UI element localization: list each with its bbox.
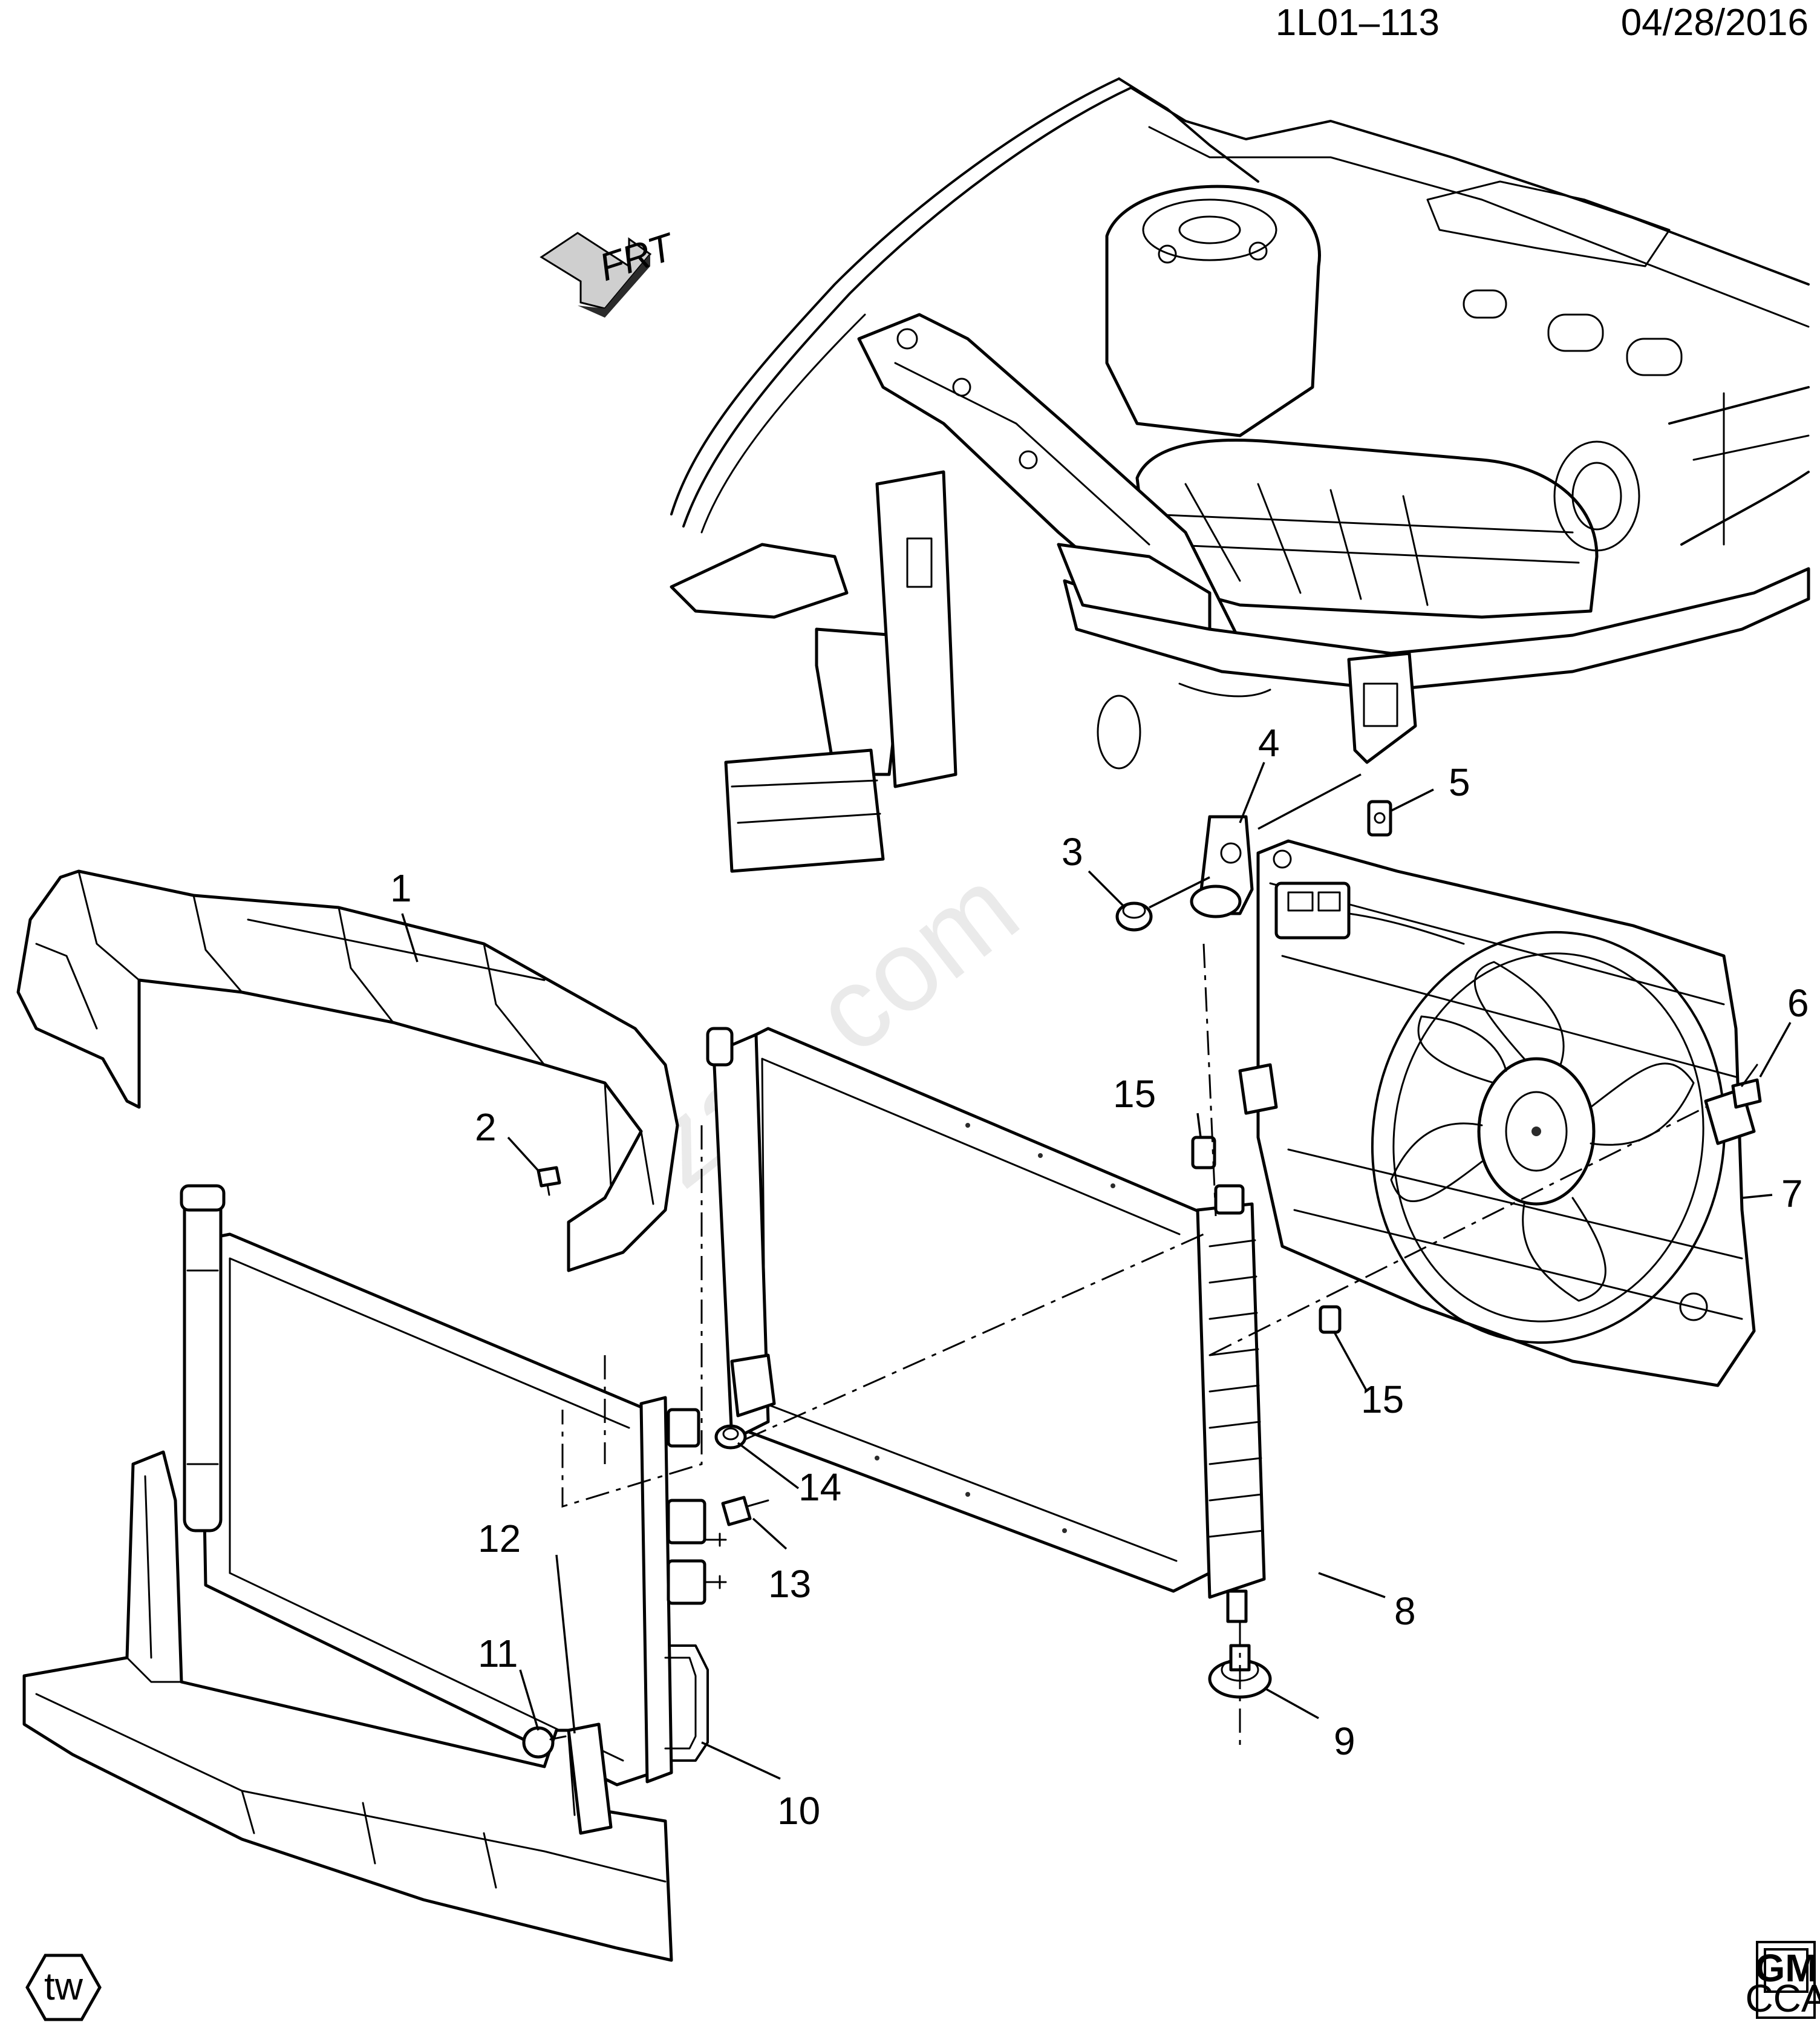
callout-6: 6 <box>1787 981 1809 1025</box>
tw-badge-icon: tw <box>25 1954 102 2021</box>
callout-8: 8 <box>1394 1589 1416 1633</box>
vehicle-front-structure <box>670 77 1810 873</box>
part-8-radiator <box>706 1027 1266 1623</box>
callout-2: 2 <box>475 1105 497 1149</box>
callout-15-lower: 15 <box>1361 1378 1404 1421</box>
callout-7: 7 <box>1781 1172 1803 1215</box>
part-12-lower-air-deflector <box>22 1450 673 1962</box>
part-2-push-pin <box>537 1166 561 1196</box>
callout-numbers: 1 2 3 4 5 6 7 8 9 10 11 12 13 14 15 15 <box>390 721 1809 1833</box>
frt-label: FRT <box>594 224 680 290</box>
callout-15-upper: 15 <box>1113 1072 1156 1116</box>
part-7-cooling-fan-shroud <box>1238 839 1756 1387</box>
part-13-bolt <box>721 1496 769 1526</box>
diagram-code: 1L01–113 <box>1276 2 1440 44</box>
callout-11: 11 <box>478 1632 518 1675</box>
callout-14: 14 <box>798 1465 841 1509</box>
part-11-push-retainer <box>522 1726 567 1759</box>
callout-12: 12 <box>478 1517 521 1560</box>
part-4-upper-bracket <box>1190 815 1254 918</box>
part-10-condenser <box>180 1184 727 1787</box>
part-15-clip-nut-lower <box>1319 1305 1342 1334</box>
gm-logo-subtext: CCA <box>1745 1977 1820 2020</box>
front-direction-arrow-icon: FRT <box>540 224 680 318</box>
tw-badge-label: tw <box>44 1964 83 2008</box>
gm-logo-icon: GM CCA <box>1745 1941 1820 2020</box>
callout-5: 5 <box>1449 760 1470 804</box>
callout-3: 3 <box>1062 830 1083 874</box>
callout-4: 4 <box>1258 721 1280 765</box>
part-14-insulator <box>714 1424 747 1450</box>
assembly-lines <box>561 773 1706 1748</box>
part-6-bolt <box>1731 1064 1762 1109</box>
callout-9: 9 <box>1334 1719 1355 1763</box>
gm-logo-text: GM <box>1755 1946 1817 1990</box>
callout-1: 1 <box>390 866 412 910</box>
callout-10: 10 <box>777 1789 820 1833</box>
part-3-nut <box>1115 901 1153 932</box>
leader-lines <box>401 762 1792 1780</box>
part-15-clip-nut-upper <box>1191 1136 1216 1169</box>
callout-13: 13 <box>768 1562 811 1606</box>
part-1-upper-air-baffle <box>16 869 679 1272</box>
part-5-clip-nut <box>1367 800 1392 837</box>
diagram-date: 04/28/2016 <box>1621 2 1809 44</box>
